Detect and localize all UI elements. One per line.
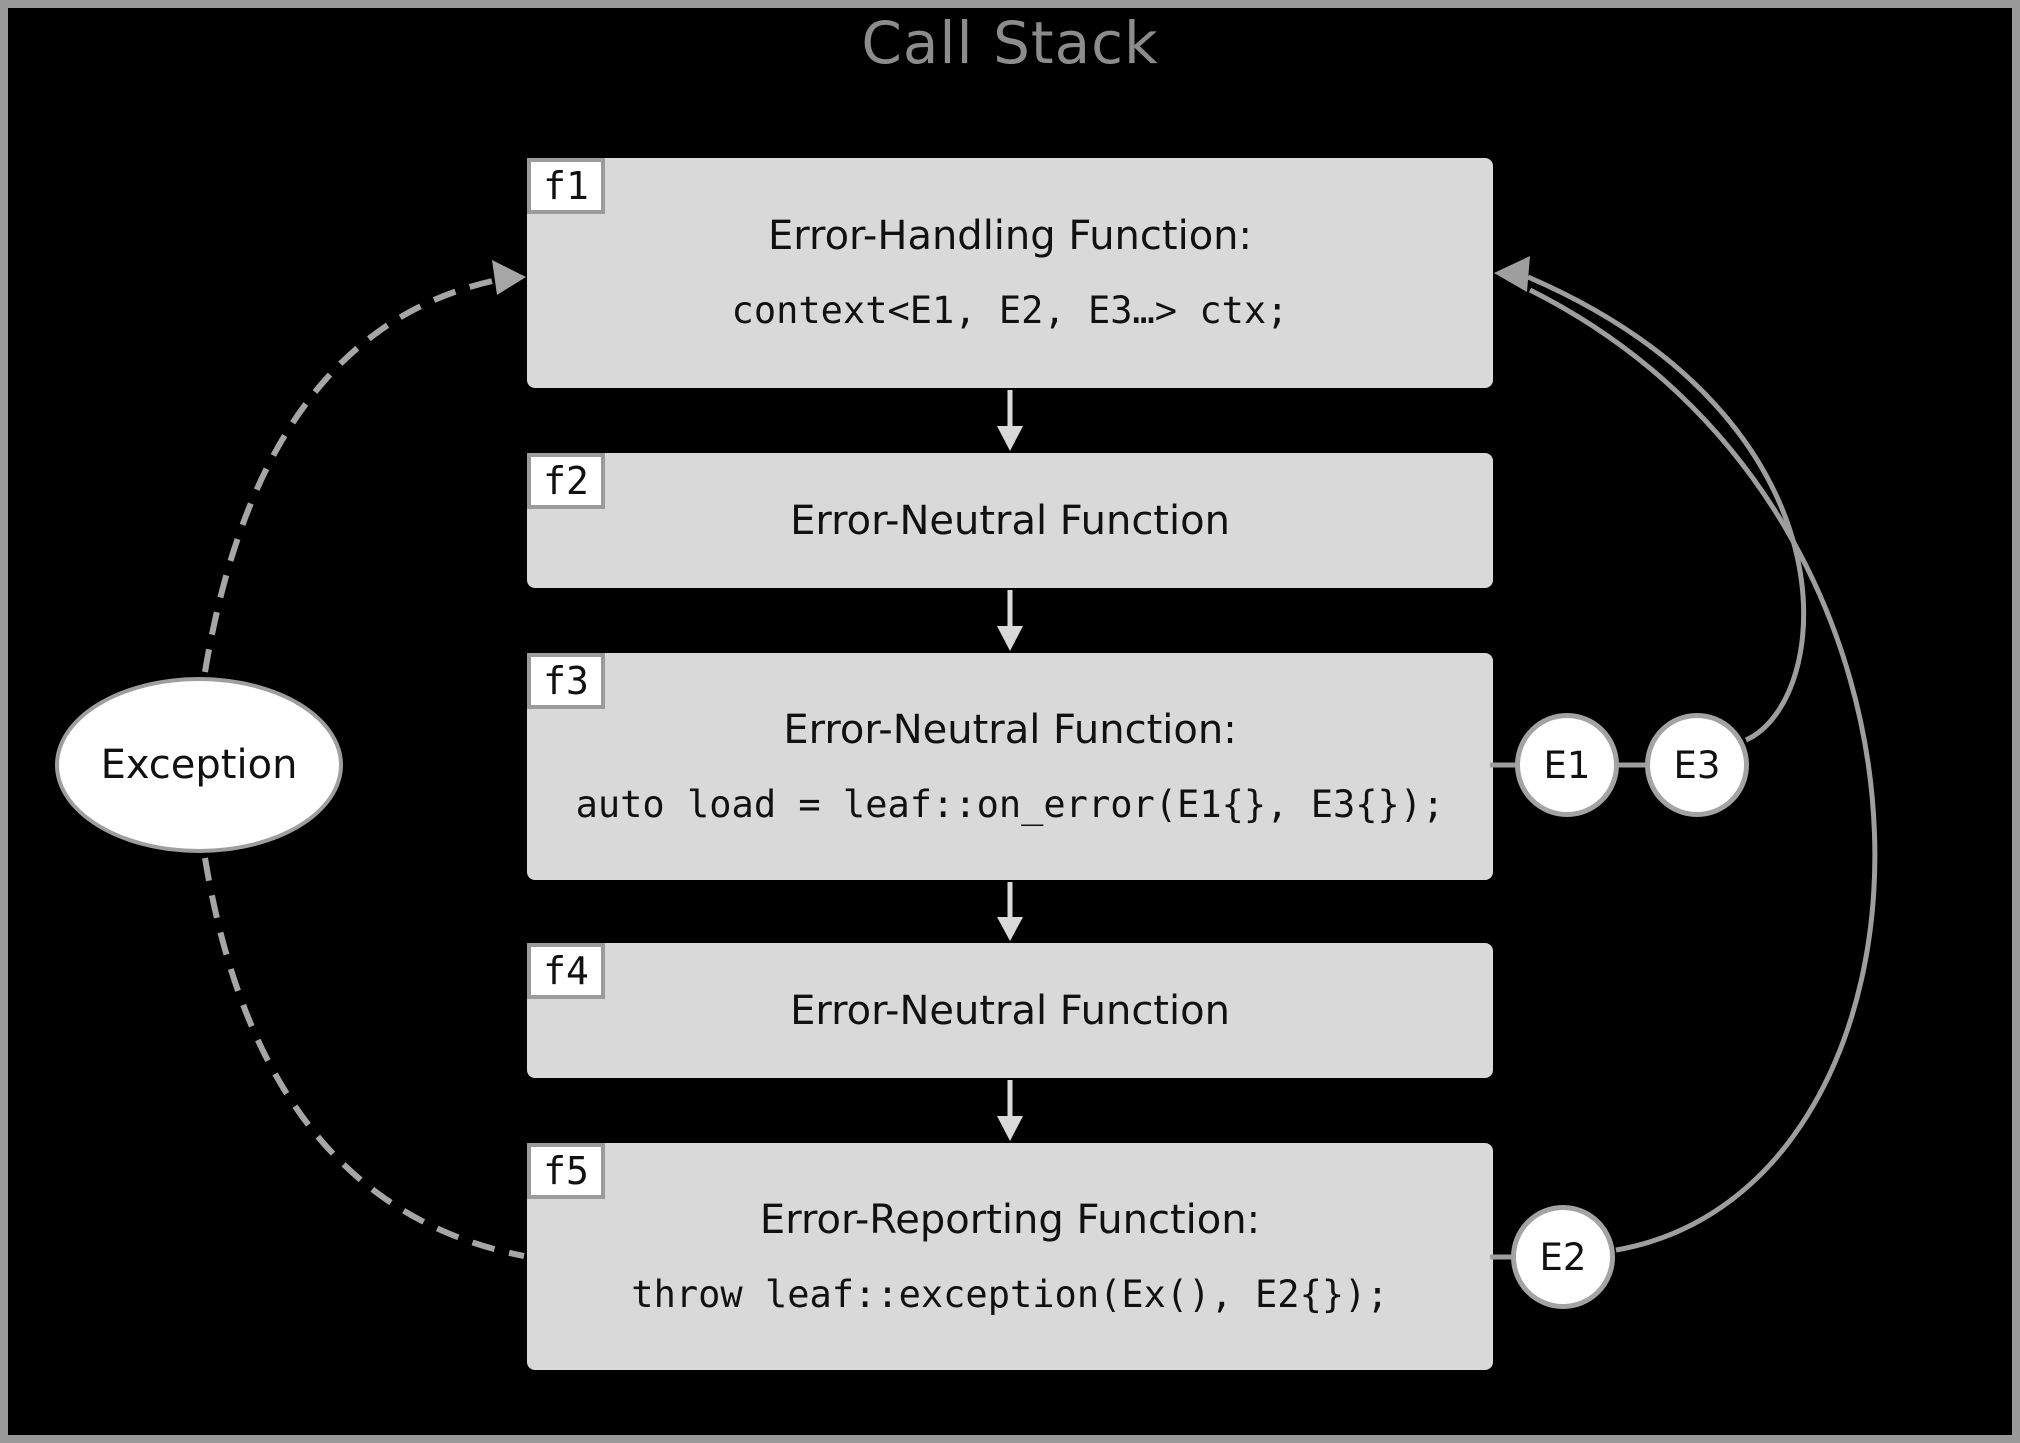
box-code-f3: auto load = leaf::on_error(E1{}, E3{});: [575, 782, 1445, 826]
exception-node-label: Exception: [100, 742, 298, 788]
error-node-e1-label: E1: [1543, 743, 1591, 787]
box-label-badge-f3: f3: [527, 653, 605, 709]
exception-to-f1-arrowhead-icon: [492, 260, 526, 295]
box-heading-f2: Error-Neutral Function: [790, 497, 1230, 544]
box-heading-f4: Error-Neutral Function: [790, 987, 1230, 1034]
callstack-box-f3: f3 Error-Neutral Function: auto load = l…: [527, 653, 1493, 880]
box-code-f1: context<E1, E2, E3…> ctx;: [731, 289, 1289, 332]
box-heading-f3: Error-Neutral Function:: [783, 706, 1237, 753]
error-node-e3-label: E3: [1673, 743, 1721, 787]
box-label-badge-f2: f2: [527, 453, 605, 509]
callstack-box-f5: f5 Error-Reporting Function: throw leaf:…: [527, 1143, 1493, 1370]
box-label-badge-f1: f1: [527, 158, 605, 214]
box-label-f4: f4: [543, 949, 589, 993]
f5-to-exception-dashed-curve: [202, 857, 525, 1259]
callstack-box-f2: f2 Error-Neutral Function: [527, 453, 1493, 588]
box-label-f1: f1: [543, 164, 589, 208]
f2-to-f3-call-arrowhead-icon: [997, 626, 1023, 651]
callstack-box-f1: f1 Error-Handling Function: context<E1, …: [527, 158, 1493, 388]
box-label-f5: f5: [543, 1149, 589, 1193]
f4-to-f5-call-arrowhead-icon: [997, 1116, 1023, 1141]
box-heading-f5: Error-Reporting Function:: [759, 1196, 1261, 1243]
box-label-badge-f5: f5: [527, 1143, 605, 1199]
box-label-f2: f2: [543, 459, 589, 503]
exception-node: Exception: [55, 677, 343, 853]
callstack-box-f4: f4 Error-Neutral Function: [527, 943, 1493, 1078]
f1-to-f2-call-arrowhead-icon: [997, 426, 1023, 451]
error-node-e2: E2: [1511, 1205, 1615, 1309]
box-label-badge-f4: f4: [527, 943, 605, 999]
errors-to-f1-arrowhead-icon: [1494, 256, 1530, 292]
box-heading-f1: Error-Handling Function:: [767, 213, 1252, 259]
box-code-f5: throw leaf::exception(Ex(), E2{});: [631, 1272, 1389, 1316]
diagram-title: Call Stack: [861, 9, 1159, 77]
f3-to-f4-call-arrowhead-icon: [997, 917, 1023, 941]
e3-to-f1-curve: [1527, 274, 1807, 743]
error-node-e2-label: E2: [1539, 1235, 1587, 1279]
error-node-e3: E3: [1645, 713, 1749, 817]
box-label-f3: f3: [543, 659, 589, 703]
exception-to-f1-dashed-curve: [202, 277, 498, 673]
error-node-e1: E1: [1515, 713, 1619, 817]
